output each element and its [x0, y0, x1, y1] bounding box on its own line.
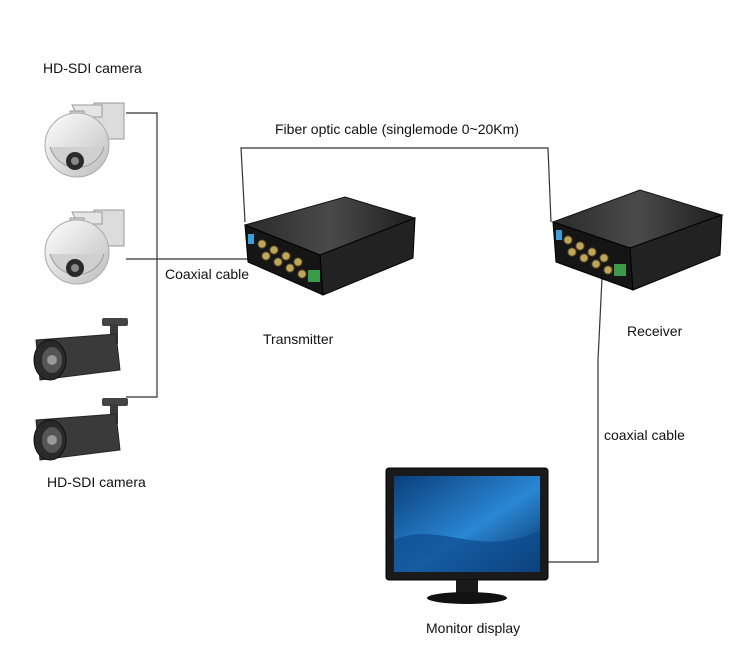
coaxial-cable-label: Coaxial cable: [165, 266, 250, 282]
camera-bottom-label: HD-SDI camera: [47, 474, 146, 490]
bullet-camera-icon: [33, 398, 128, 461]
cables: [126, 112, 603, 563]
fiber-receiver-icon: [551, 189, 724, 291]
fiber-optic-cable: [240, 147, 552, 223]
monitor-icon: [385, 467, 549, 604]
coax-cable-to-monitor: [546, 277, 603, 563]
fiber-transmitter-icon: [243, 196, 417, 296]
fiber-cable-label: Fiber optic cable (singlemode 0~20Km): [275, 121, 519, 137]
dome-camera-icon: [44, 102, 125, 178]
transmitter-label: Transmitter: [263, 331, 334, 347]
monitor-label: Monitor display: [426, 620, 521, 636]
coaxial-cable-monitor-label: coaxial cable: [604, 427, 685, 443]
coax-cable-cameras: [126, 112, 158, 398]
dome-camera-icon: [44, 209, 125, 285]
bullet-camera-icon: [33, 318, 128, 381]
camera-top-label: HD-SDI camera: [43, 60, 142, 76]
receiver-label: Receiver: [627, 323, 683, 339]
